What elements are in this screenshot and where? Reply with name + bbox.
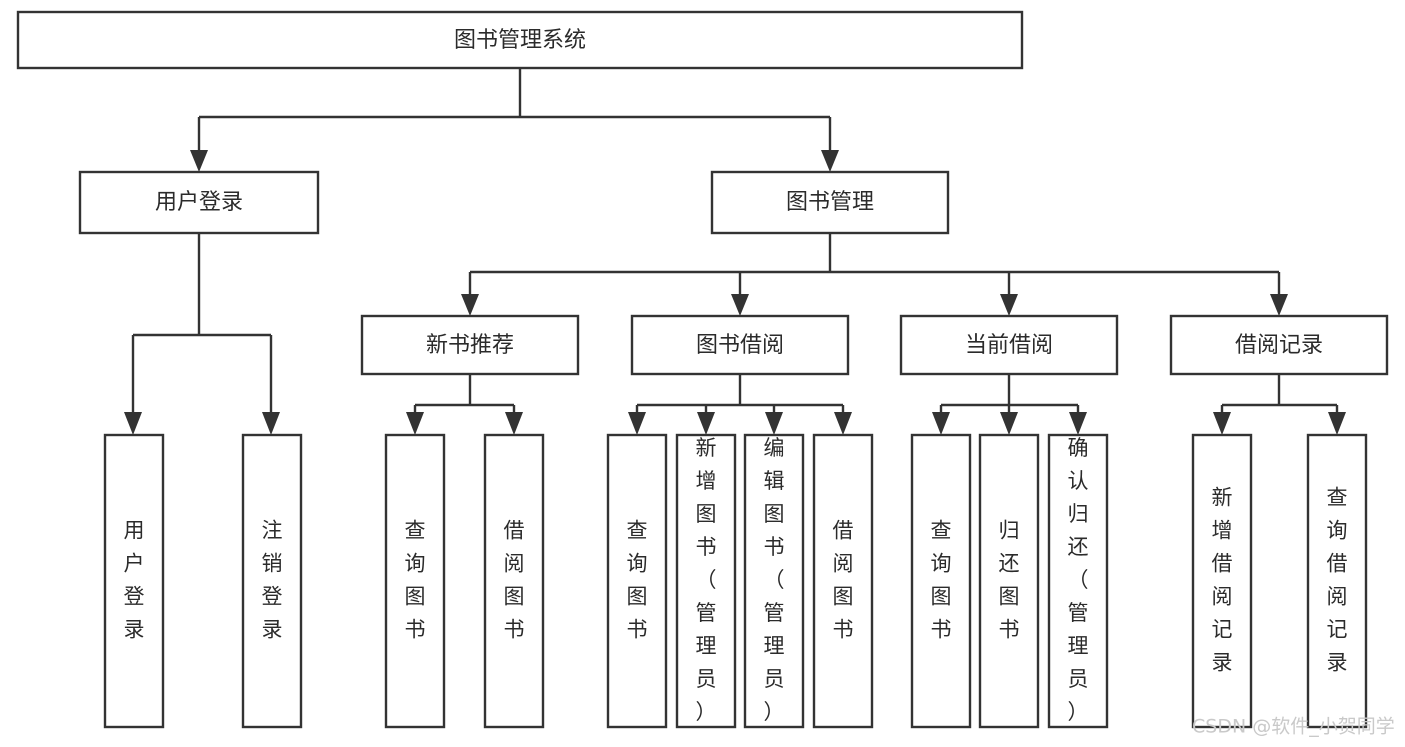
leaf-user-login-1-label: 注销登录 — [262, 519, 283, 642]
arrow-head-borrow-record — [1270, 294, 1288, 316]
leaf-borrow-record-0-box[interactable] — [1191, 433, 1253, 729]
leaf-user-login-1-box[interactable] — [241, 433, 303, 729]
arrow-head-book-manage — [821, 150, 839, 172]
node-book-borrow-box[interactable] — [630, 314, 850, 376]
leaf-borrow-record-1-box[interactable] — [1306, 433, 1368, 729]
arrow-head-borrow-record-leaf2 — [1328, 412, 1346, 435]
leaf-book-borrow-0-box[interactable] — [606, 433, 668, 729]
leaf-user-login-0-box[interactable] — [103, 433, 165, 729]
arrow-head-user-login-leaf1 — [124, 412, 142, 435]
arrow-head-current-borrow-leaf3 — [1069, 412, 1087, 435]
leaf-new-book-1-box[interactable] — [483, 433, 545, 729]
leaf-book-borrow-3-label: 借阅图书 — [833, 519, 854, 642]
leaf-current-borrow-2[interactable]: 确认归还（管理员） — [1047, 433, 1109, 729]
leaf-user-login-0-label: 用户登录 — [124, 519, 145, 642]
leaf-borrow-record-0-label: 新增借阅记录 — [1212, 486, 1233, 675]
leaf-book-borrow-2[interactable]: 编辑图书（管理员） — [743, 433, 805, 729]
leaf-current-borrow-0[interactable]: 查询图书 — [910, 433, 972, 729]
leaf-current-borrow-0-box[interactable] — [910, 433, 972, 729]
arrow-head-user-login — [190, 150, 208, 172]
leaf-borrow-record-0[interactable]: 新增借阅记录 — [1191, 433, 1253, 729]
node-book-manage-label: 图书管理 — [786, 190, 874, 215]
arrow-head-new-book-leaf2 — [505, 412, 523, 435]
node-current-borrow-box[interactable] — [899, 314, 1119, 376]
arrow-head-book-borrow — [731, 294, 749, 316]
leaf-new-book-0-label: 查询图书 — [405, 519, 426, 642]
leaf-layer: 用户登录 注销登录 查询图书 借阅图书 查询图书 新增图书 — [103, 433, 1368, 729]
leaf-new-book-1[interactable]: 借阅图书 — [483, 433, 545, 729]
leaf-borrow-record-1[interactable]: 查询借阅记录 — [1306, 433, 1368, 729]
node-current-borrow-label: 当前借阅 — [965, 333, 1053, 358]
node-new-book-recommend-box[interactable] — [360, 314, 580, 376]
arrow-head-new-book-leaf1 — [406, 412, 424, 435]
node-book-manage[interactable]: 图书管理 — [710, 170, 950, 235]
leaf-new-book-0[interactable]: 查询图书 — [384, 433, 446, 729]
node-borrow-record-box[interactable] — [1169, 314, 1389, 376]
leaf-book-borrow-1-box[interactable] — [675, 433, 737, 729]
leaf-current-borrow-1-box[interactable] — [978, 433, 1040, 729]
leaf-new-book-1-label: 借阅图书 — [504, 519, 525, 642]
leaf-book-borrow-1-label: 新增图书（管理员） — [696, 436, 717, 724]
arrow-head-new-book — [461, 294, 479, 316]
node-user-login-box[interactable] — [78, 170, 320, 235]
arrow-head-current-borrow — [1000, 294, 1018, 316]
connector-layer — [124, 68, 1346, 435]
arrow-head-current-borrow-leaf2 — [1000, 412, 1018, 435]
node-borrow-record[interactable]: 借阅记录 — [1169, 314, 1389, 376]
leaf-book-borrow-3[interactable]: 借阅图书 — [812, 433, 874, 729]
leaf-new-book-0-box[interactable] — [384, 433, 446, 729]
arrow-head-user-login-leaf2 — [262, 412, 280, 435]
leaf-current-borrow-2-label: 确认归还（管理员） — [1068, 436, 1089, 724]
leaf-borrow-record-1-label: 查询借阅记录 — [1327, 486, 1348, 675]
leaf-book-borrow-0-label: 查询图书 — [627, 519, 648, 642]
leaf-user-login-1[interactable]: 注销登录 — [241, 433, 303, 729]
node-book-manage-box[interactable] — [710, 170, 950, 235]
leaf-current-borrow-0-label: 查询图书 — [931, 519, 952, 642]
node-user-login-label: 用户登录 — [155, 190, 243, 215]
leaf-book-borrow-2-label: 编辑图书（管理员） — [764, 436, 785, 724]
csdn-watermark: CSDN @软件_小贺同学 — [1192, 716, 1395, 738]
node-new-book-recommend-label: 新书推荐 — [426, 333, 514, 358]
leaf-current-borrow-1[interactable]: 归还图书 — [978, 433, 1040, 729]
leaf-book-borrow-1[interactable]: 新增图书（管理员） — [675, 433, 737, 729]
node-root-box[interactable] — [16, 10, 1024, 70]
arrow-head-book-borrow-leaf2 — [697, 412, 715, 435]
node-current-borrow[interactable]: 当前借阅 — [899, 314, 1119, 376]
node-user-login[interactable]: 用户登录 — [78, 170, 320, 235]
arrow-head-book-borrow-leaf3 — [765, 412, 783, 435]
arrow-head-book-borrow-leaf4 — [834, 412, 852, 435]
node-root[interactable]: 图书管理系统 — [16, 10, 1024, 70]
node-borrow-record-label: 借阅记录 — [1235, 333, 1323, 358]
arrow-head-book-borrow-leaf1 — [628, 412, 646, 435]
leaf-book-borrow-0[interactable]: 查询图书 — [606, 433, 668, 729]
node-book-borrow[interactable]: 图书借阅 — [630, 314, 850, 376]
leaf-user-login-0[interactable]: 用户登录 — [103, 433, 165, 729]
arrow-head-current-borrow-leaf1 — [932, 412, 950, 435]
leaf-current-borrow-1-label: 归还图书 — [999, 519, 1020, 642]
node-book-borrow-label: 图书借阅 — [696, 333, 784, 358]
leaf-book-borrow-3-box[interactable] — [812, 433, 874, 729]
leaf-current-borrow-2-box[interactable] — [1047, 433, 1109, 729]
leaf-book-borrow-2-box[interactable] — [743, 433, 805, 729]
node-new-book-recommend[interactable]: 新书推荐 — [360, 314, 580, 376]
node-root-label: 图书管理系统 — [454, 28, 586, 53]
arrow-head-borrow-record-leaf1 — [1213, 412, 1231, 435]
